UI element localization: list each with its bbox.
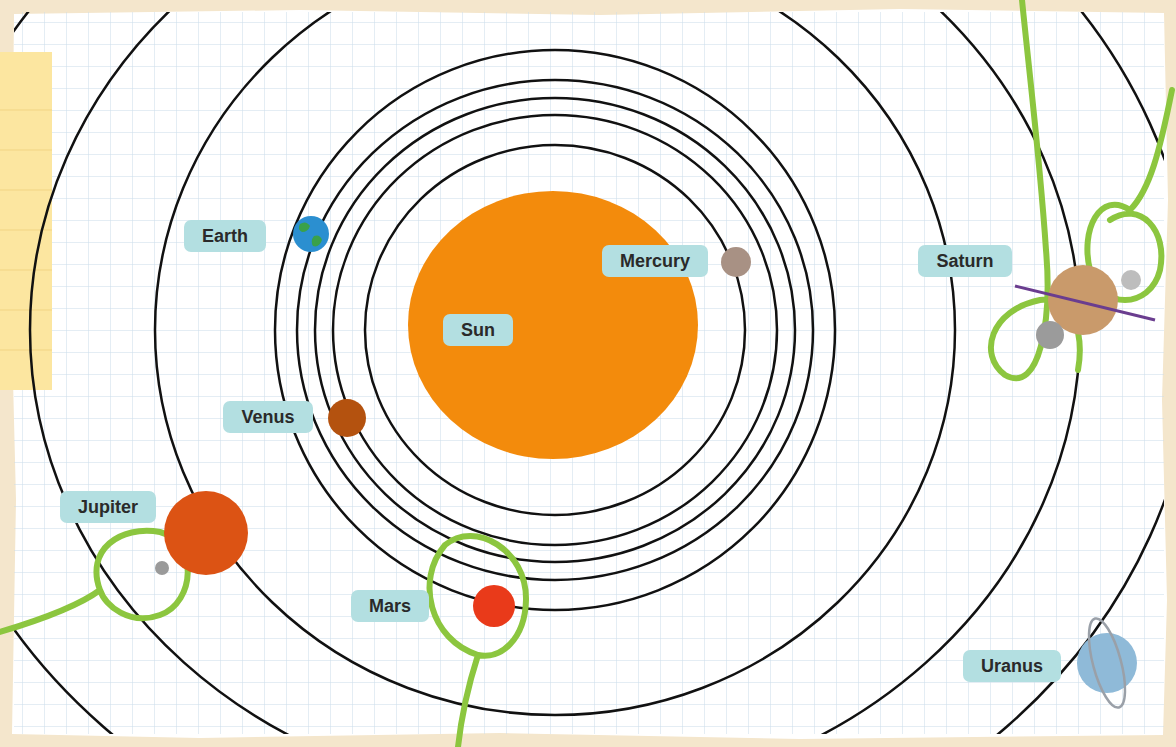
label-text: Mercury [620, 250, 690, 273]
orbit [365, 145, 745, 515]
orbit [155, 12, 955, 715]
uranus-planet [1077, 615, 1137, 711]
label-text: Venus [241, 406, 294, 429]
earth-land [299, 222, 322, 246]
mercury-planet [721, 247, 751, 277]
planet-label: Sun [443, 314, 513, 347]
label-text: Mars [369, 595, 411, 618]
label-text: Saturn [936, 250, 993, 273]
label-text: Jupiter [78, 496, 138, 519]
grid-paper [11, 9, 1168, 739]
label-text: Earth [202, 225, 248, 248]
orbit [275, 50, 835, 610]
mars-planet [473, 585, 515, 627]
planet-label: Jupiter [60, 491, 156, 524]
orbit [14, 12, 1164, 734]
label-text: Sun [461, 319, 495, 342]
grid-lines [14, 12, 1164, 734]
venus-planet [328, 399, 366, 437]
label-text: Uranus [981, 655, 1043, 678]
orbit [333, 115, 777, 545]
planet-label: Mercury [602, 245, 708, 278]
orbit [315, 98, 795, 562]
planet-label: Venus [223, 401, 312, 434]
moon [1121, 270, 1141, 290]
uranus-body [1077, 633, 1137, 693]
vine [1087, 90, 1172, 300]
earth-ocean [293, 216, 329, 252]
earth-planet [293, 216, 329, 252]
saturn-planet [1015, 265, 1155, 335]
vine [430, 536, 526, 747]
jupiter-planet [164, 491, 248, 575]
planet-label: Uranus [963, 650, 1061, 683]
orbit [297, 80, 813, 580]
saturn-ring [1015, 286, 1155, 320]
planet-label: Earth [184, 220, 266, 253]
orbit [30, 12, 1080, 734]
planet-label: Saturn [918, 245, 1011, 278]
moon [155, 561, 169, 575]
vine [0, 531, 188, 632]
planet-label: Mars [351, 590, 429, 623]
sun [408, 191, 698, 459]
orbits [14, 12, 1164, 734]
moon [1036, 321, 1064, 349]
note-lines [0, 110, 52, 350]
uranus-ring [1082, 615, 1133, 711]
